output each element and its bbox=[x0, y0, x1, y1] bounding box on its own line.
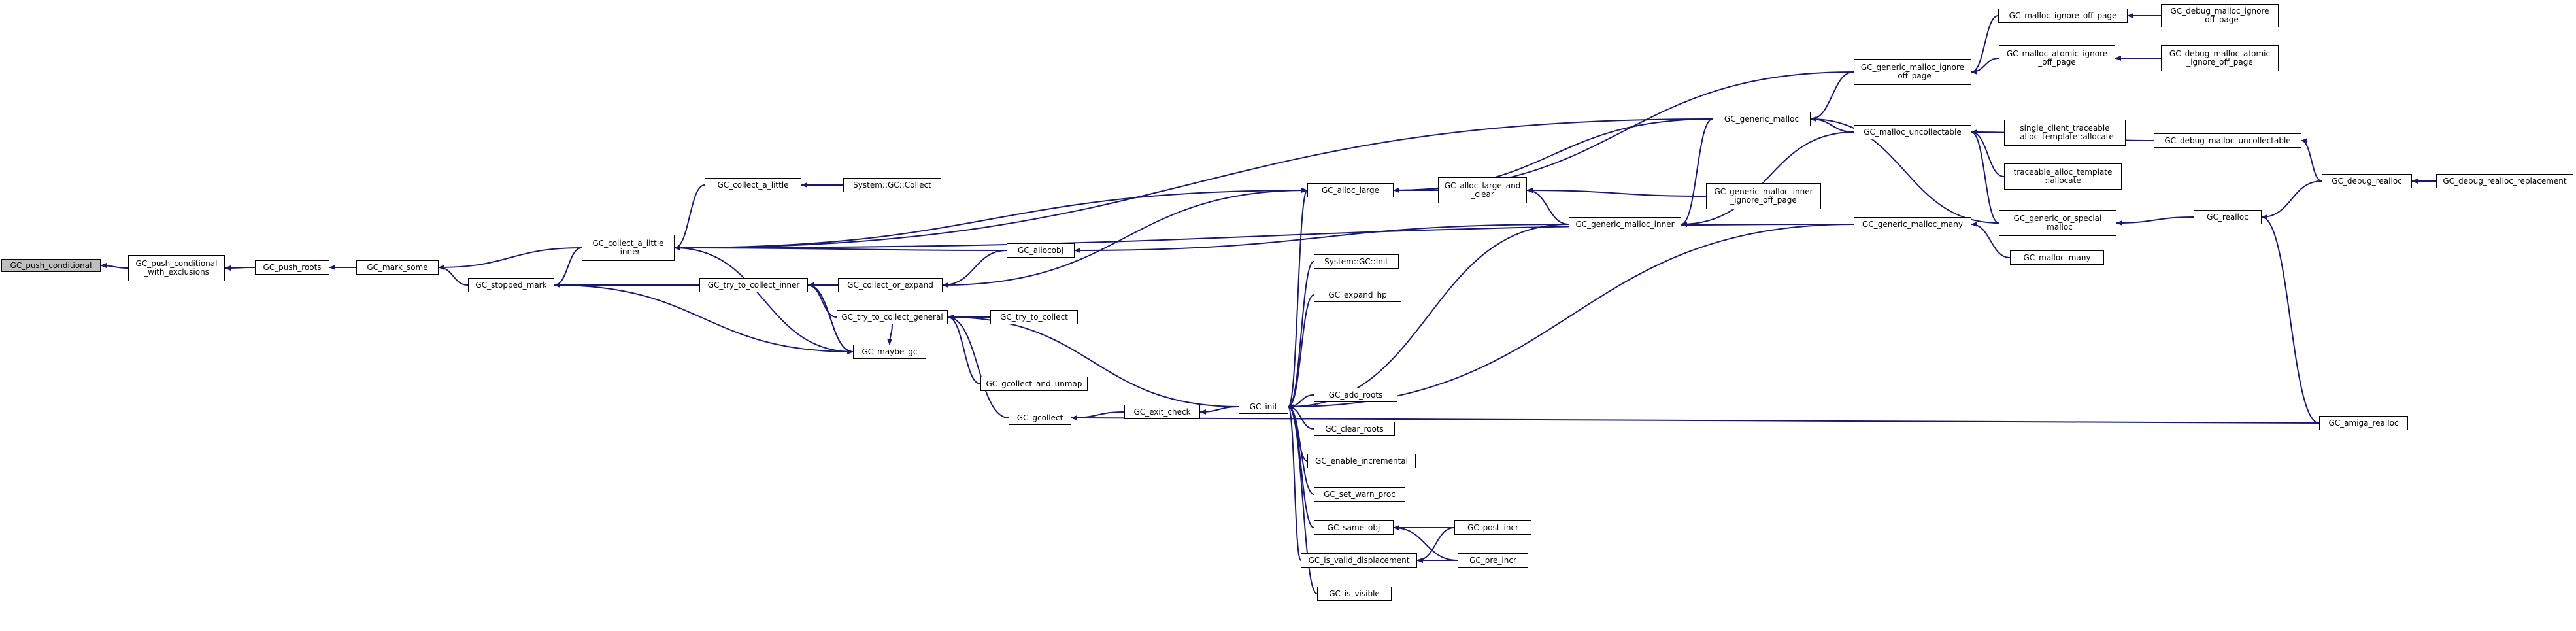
edge-gc-collect-a-little-inner-to-gc-stopped-mark bbox=[554, 247, 582, 288]
edge-gc-debug-realloc-to-gc-realloc bbox=[2261, 180, 2322, 220]
edge-gc-generic-or-special-malloc-to-gc-malloc-uncollectable bbox=[1971, 129, 1999, 224]
edge-gc-gcollect-and-unmap-to-gc-try-to-collect-general bbox=[947, 315, 981, 384]
node-gc-stopped-mark[interactable]: GC_stopped_mark bbox=[468, 278, 554, 292]
node-gc-generic-malloc-many[interactable]: GC_generic_malloc_many bbox=[1854, 217, 1971, 231]
node-gc-collect-a-little[interactable]: GC_collect_a_little bbox=[705, 178, 801, 192]
edge-gc-is-visible-to-gc-init bbox=[1288, 404, 1318, 594]
edge-gc-collect-a-little-inner-to-gc-mark-some bbox=[438, 247, 582, 270]
node-gc-generic-or-special-malloc[interactable]: GC_generic_or_special _malloc bbox=[1999, 210, 2116, 236]
edge-gc-init-to-gc-exit-check bbox=[1199, 406, 1239, 415]
edge-gc-generic-malloc-many-to-gc-init bbox=[1288, 224, 1854, 409]
node-gc-debug-realloc-replacement[interactable]: GC_debug_realloc_replacement bbox=[2436, 174, 2573, 188]
node-gc-collect-a-little-inner[interactable]: GC_collect_a_little _inner bbox=[582, 235, 675, 261]
edge-gc-is-valid-displacement-to-gc-init bbox=[1288, 404, 1301, 561]
edge-gc-collect-a-little-inner-to-gc-maybe-gc bbox=[674, 247, 854, 354]
node-gc-try-to-collect-inner[interactable]: GC_try_to_collect_inner bbox=[699, 278, 808, 292]
node-gc-malloc-uncollectable[interactable]: GC_malloc_uncollectable bbox=[1854, 125, 1971, 139]
edge-gc-generic-malloc-inner-ignore-off-page-to-gc-alloc-large-and-clear bbox=[1526, 188, 1707, 197]
node-traceable-alloc-template-allocate[interactable]: traceable_alloc_template ::allocate bbox=[2004, 163, 2122, 190]
edge-gc-allocobj-to-gc-collect-or-expand bbox=[942, 250, 1007, 288]
node-gc-try-to-collect-general[interactable]: GC_try_to_collect_general bbox=[837, 310, 948, 324]
node-gc-debug-malloc-uncollectable[interactable]: GC_debug_malloc_uncollectable bbox=[2154, 133, 2301, 148]
edge-gc-gcollect-to-gc-try-to-collect-general bbox=[947, 315, 1009, 418]
node-gc-try-to-collect[interactable]: GC_try_to_collect bbox=[990, 310, 1078, 324]
node-gc-maybe-gc[interactable]: GC_maybe_gc bbox=[853, 345, 926, 359]
edge-gc-malloc-uncollectable-to-gc-generic-malloc-inner bbox=[1681, 131, 1854, 227]
node-gc-malloc-many[interactable]: GC_malloc_many bbox=[2010, 250, 2104, 265]
edge-gc-push-conditional-with-exclusions-to-gc-push-conditional bbox=[100, 263, 129, 269]
edge-gc-generic-malloc-inner-to-gc-allocobj bbox=[1074, 224, 1569, 253]
edge-gc-amiga-realloc-to-gc-gcollect bbox=[1071, 415, 2320, 424]
node-gc-malloc-atomic-ignore-off-page[interactable]: GC_malloc_atomic_ignore _off_page bbox=[1999, 45, 2115, 71]
edge-gc-exit-check-to-gc-gcollect bbox=[1071, 411, 1125, 420]
edge-gc-debug-realloc-to-gc-debug-malloc-uncollectable bbox=[2301, 138, 2322, 182]
edge-gc-generic-malloc-to-gc-collect-a-little-inner bbox=[674, 118, 1713, 250]
node-gc-alloc-large-and-clear[interactable]: GC_alloc_large_and _clear bbox=[1438, 177, 1527, 203]
node-gc-enable-incremental[interactable]: GC_enable_incremental bbox=[1307, 454, 1416, 468]
edge-gc-generic-malloc-to-gc-generic-malloc-inner bbox=[1681, 118, 1713, 227]
edge-gc-try-to-collect-inner-to-gc-maybe-gc bbox=[807, 284, 854, 354]
node-gc-allocobj[interactable]: GC_allocobj bbox=[1007, 243, 1075, 258]
edge-gc-pre-incr-to-gc-same-obj bbox=[1393, 525, 1458, 561]
node-gc-debug-malloc-ignore-off-page[interactable]: GC_debug_malloc_ignore _off_page bbox=[2161, 4, 2279, 27]
node-gc-gcollect[interactable]: GC_gcollect bbox=[1009, 411, 1071, 425]
node-gc-set-warn-proc[interactable]: GC_set_warn_proc bbox=[1314, 487, 1405, 502]
edge-gc-maybe-gc-to-gc-stopped-mark bbox=[554, 282, 854, 352]
node-system-gc-collect[interactable]: System::GC::Collect bbox=[843, 178, 941, 192]
node-gc-expand-hp[interactable]: GC_expand_hp bbox=[1314, 288, 1401, 302]
node-gc-is-visible[interactable]: GC_is_visible bbox=[1317, 587, 1392, 601]
edge-gc-realloc-to-gc-generic-or-special-malloc bbox=[2116, 216, 2194, 226]
node-gc-gcollect-and-unmap[interactable]: GC_gcollect_and_unmap bbox=[980, 377, 1088, 391]
node-gc-debug-realloc[interactable]: GC_debug_realloc bbox=[2322, 174, 2412, 188]
call-edges bbox=[100, 13, 2436, 594]
edge-gc-alloc-large-to-gc-collect-or-expand bbox=[942, 190, 1308, 288]
edge-gc-push-roots-to-gc-push-conditional-with-exclusions bbox=[224, 265, 256, 271]
edge-gc-expand-hp-to-gc-init bbox=[1288, 294, 1314, 409]
node-single-client-traceable-alloc-template-allocate[interactable]: single_client_traceable _alloc_template:… bbox=[2004, 120, 2126, 146]
edge-gc-collect-a-little-to-gc-collect-a-little-inner bbox=[674, 184, 705, 250]
node-gc-add-roots[interactable]: GC_add_roots bbox=[1314, 388, 1397, 402]
node-gc-amiga-realloc[interactable]: GC_amiga_realloc bbox=[2319, 416, 2408, 430]
node-gc-is-valid-displacement[interactable]: GC_is_valid_displacement bbox=[1301, 553, 1417, 568]
node-gc-generic-malloc-ignore-off-page[interactable]: GC_generic_malloc_ignore _off_page bbox=[1854, 59, 1971, 85]
node-gc-realloc[interactable]: GC_realloc bbox=[2194, 210, 2262, 224]
edge-gc-malloc-atomic-ignore-off-page-to-gc-generic-malloc-ignore-off-page bbox=[1971, 58, 1999, 75]
edge-gc-try-to-collect-general-to-gc-try-to-collect-inner bbox=[807, 282, 837, 318]
node-gc-pre-incr[interactable]: GC_pre_incr bbox=[1458, 553, 1528, 568]
edge-gc-amiga-realloc-to-gc-realloc bbox=[2261, 214, 2320, 424]
node-gc-post-incr[interactable]: GC_post_incr bbox=[1454, 520, 1531, 535]
node-gc-alloc-large[interactable]: GC_alloc_large bbox=[1307, 183, 1394, 197]
node-gc-collect-or-expand[interactable]: GC_collect_or_expand bbox=[838, 278, 943, 292]
edge-gc-generic-malloc-ignore-off-page-to-gc-generic-malloc bbox=[1810, 71, 1854, 122]
node-gc-push-conditional: GC_push_conditional bbox=[1, 259, 101, 272]
edge-gc-try-to-collect-general-to-gc-maybe-gc bbox=[887, 324, 893, 345]
node-gc-debug-malloc-atomic-ignore-off-page[interactable]: GC_debug_malloc_atomic _ignore_off_page bbox=[2161, 45, 2279, 71]
edge-gc-malloc-ignore-off-page-to-gc-generic-malloc-ignore-off-page bbox=[1971, 15, 1999, 75]
edge-gc-alloc-large-to-gc-collect-a-little-inner bbox=[674, 190, 1308, 250]
node-gc-mark-some[interactable]: GC_mark_some bbox=[356, 260, 439, 275]
edge-gc-init-to-gc-alloc-large bbox=[1288, 188, 1308, 407]
edge-gc-malloc-many-to-gc-generic-malloc-many bbox=[1971, 222, 2011, 258]
edge-gc-stopped-mark-to-gc-mark-some bbox=[438, 265, 469, 286]
edge-traceable-alloc-template-allocate-to-gc-malloc-uncollectable bbox=[1971, 129, 2005, 177]
node-gc-clear-roots[interactable]: GC_clear_roots bbox=[1314, 422, 1395, 436]
node-gc-malloc-ignore-off-page[interactable]: GC_malloc_ignore_off_page bbox=[1998, 9, 2128, 23]
node-gc-exit-check[interactable]: GC_exit_check bbox=[1124, 405, 1200, 419]
edge-gc-generic-malloc-inner-to-gc-alloc-large-and-clear bbox=[1526, 188, 1569, 225]
edge-gc-post-incr-to-gc-is-valid-displacement bbox=[1416, 527, 1455, 563]
node-gc-generic-malloc-inner[interactable]: GC_generic_malloc_inner bbox=[1569, 217, 1681, 231]
edge-gc-init-to-gc-try-to-collect-general bbox=[947, 315, 1239, 407]
node-gc-push-roots[interactable]: GC_push_roots bbox=[255, 260, 329, 275]
node-gc-generic-malloc-inner-ignore-off-page[interactable]: GC_generic_malloc_inner _ignore_off_page bbox=[1706, 183, 1821, 209]
edge-system-gc-init-to-gc-init bbox=[1288, 261, 1314, 409]
edge-gc-generic-malloc-inner-to-gc-init bbox=[1288, 224, 1569, 409]
node-system-gc-init[interactable]: System::GC::Init bbox=[1314, 254, 1399, 269]
node-gc-push-conditional-with-exclusions[interactable]: GC_push_conditional _with_exclusions bbox=[128, 255, 225, 281]
node-gc-same-obj[interactable]: GC_same_obj bbox=[1314, 520, 1394, 535]
node-gc-generic-malloc[interactable]: GC_generic_malloc bbox=[1713, 112, 1811, 126]
node-gc-init[interactable]: GC_init bbox=[1239, 400, 1288, 414]
